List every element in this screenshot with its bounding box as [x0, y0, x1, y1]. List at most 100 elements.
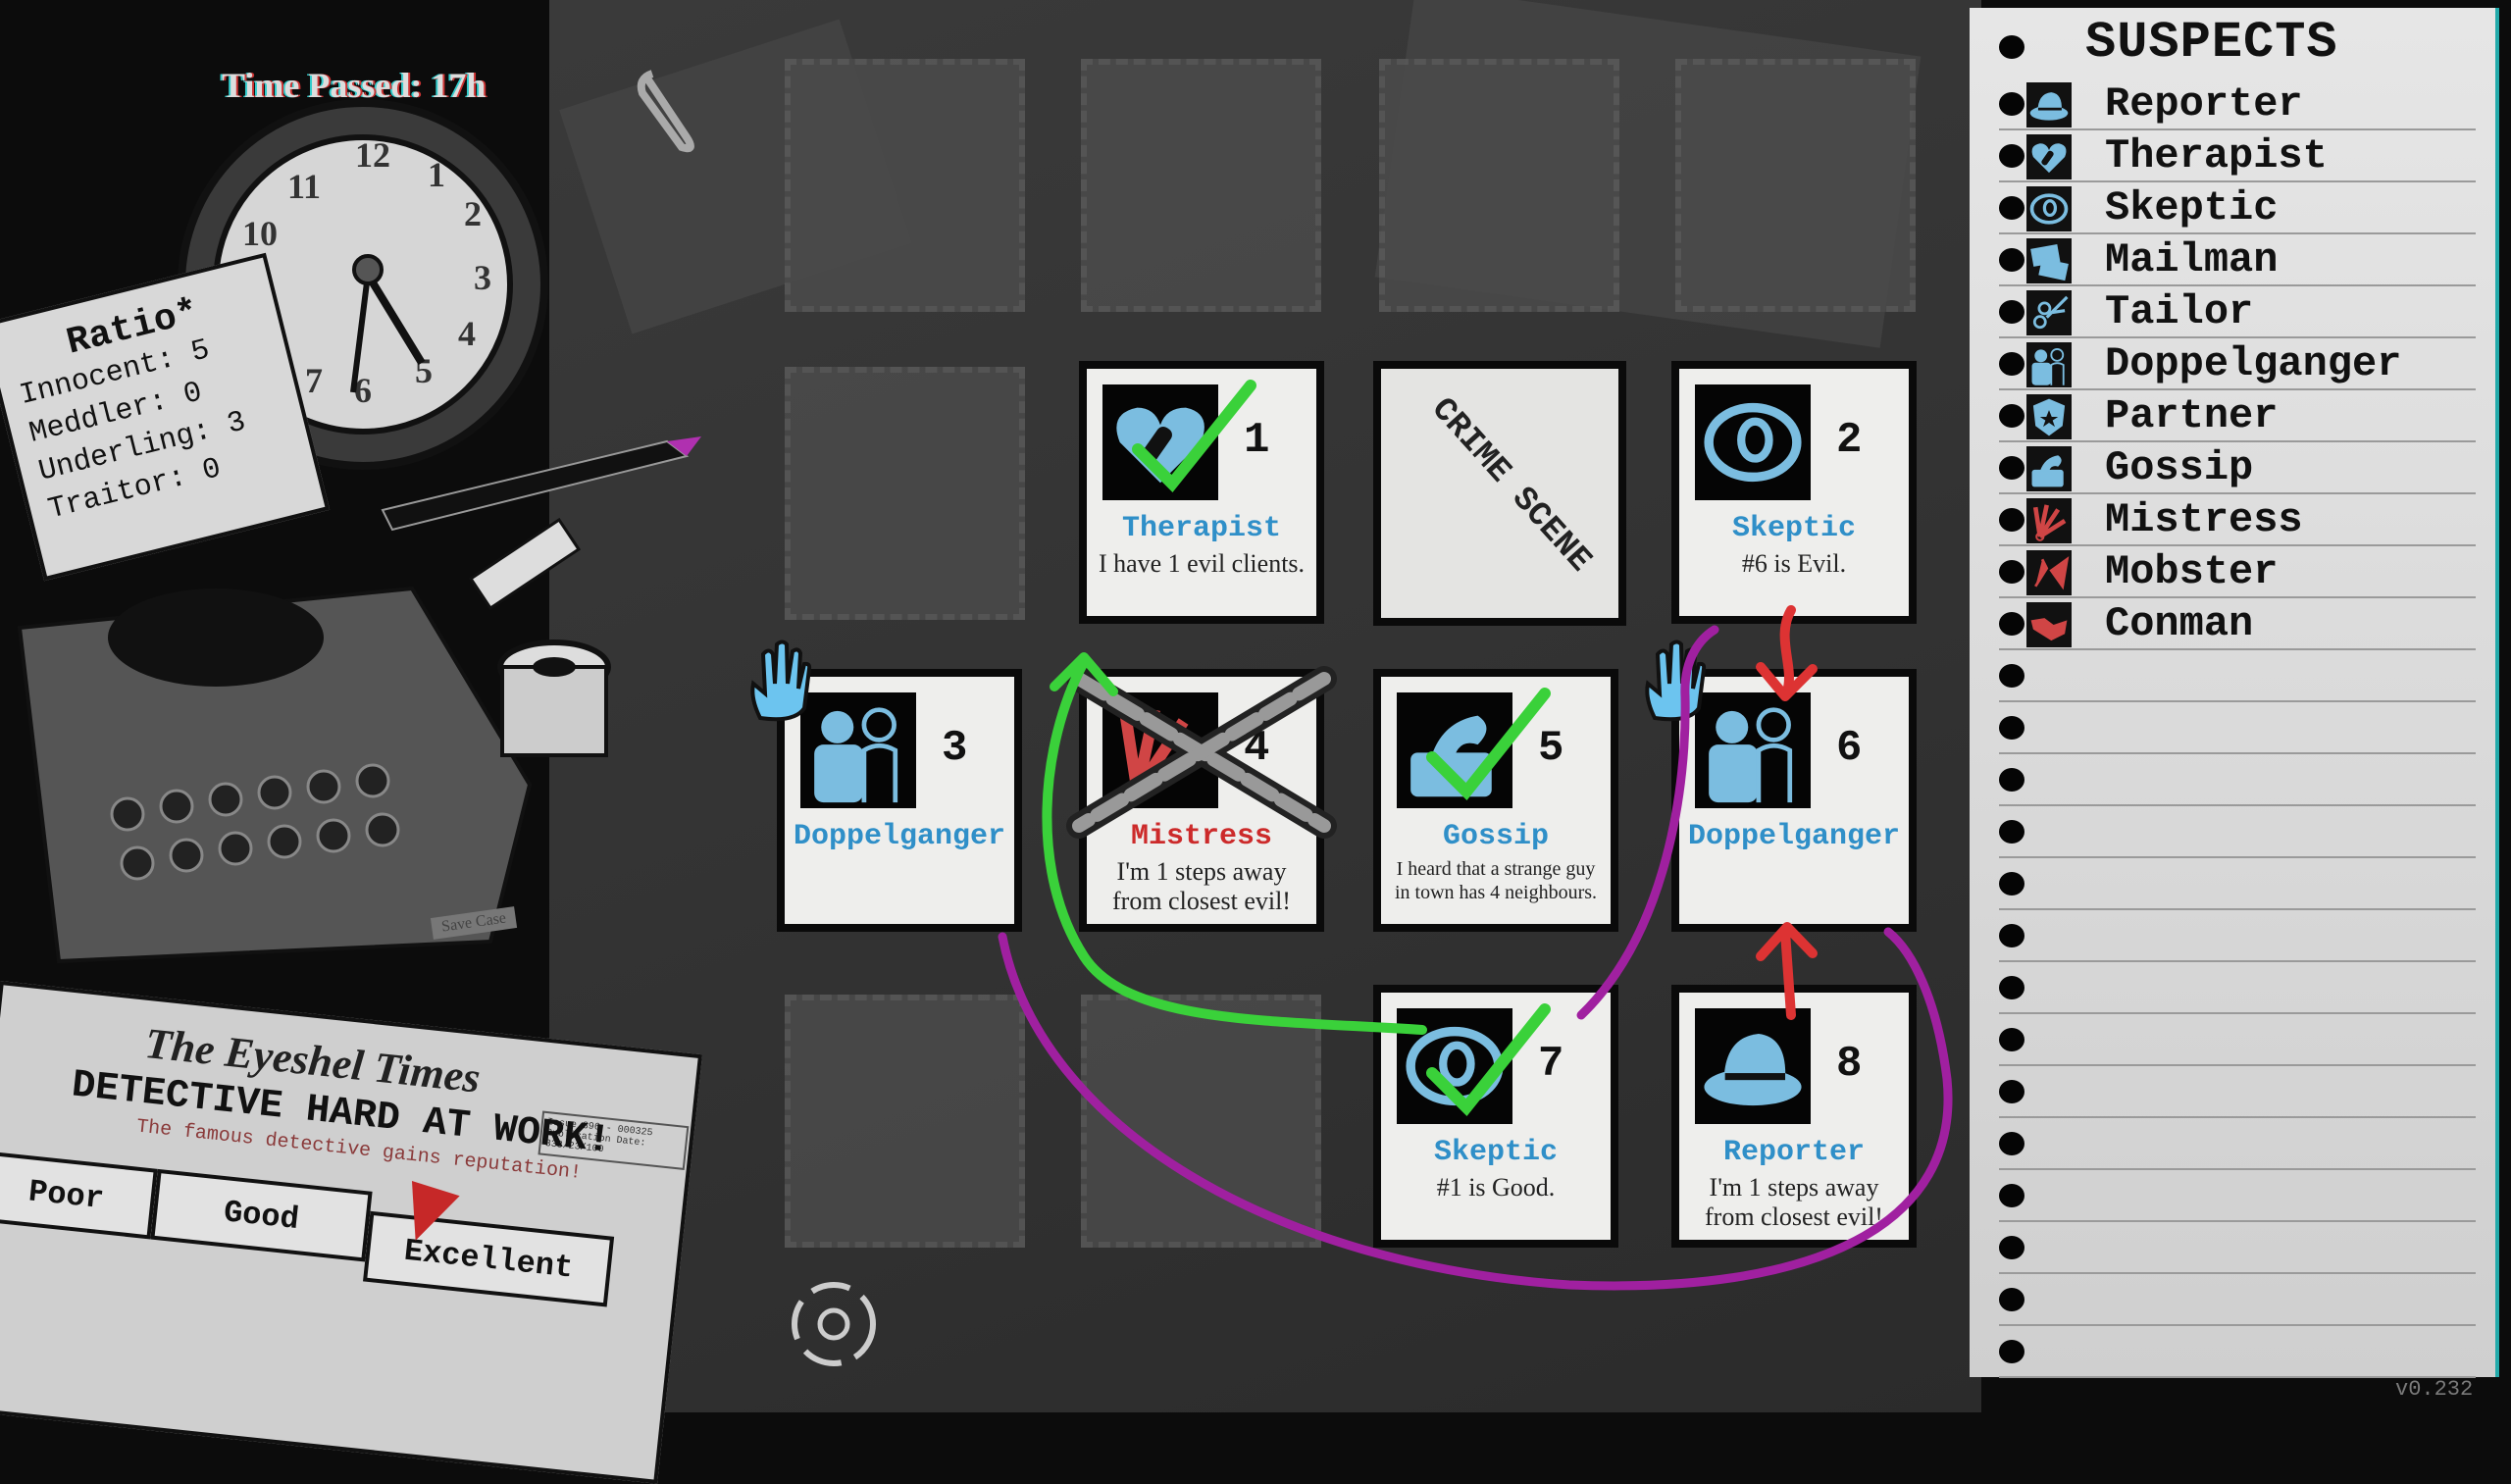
suspect-item-tailor[interactable]: Tailor — [1999, 286, 2476, 338]
binder-hole — [1999, 820, 2024, 844]
suspect-label: Gossip — [2105, 444, 2254, 491]
suspect-item-partner[interactable]: Partner — [1999, 390, 2476, 442]
suspect-icon — [2026, 342, 2072, 387]
binder-hole — [1999, 300, 2024, 324]
suspect-label: Tailor — [2105, 288, 2254, 335]
suspect-item-mobster[interactable]: Mobster — [1999, 546, 2476, 598]
character-card-6[interactable]: 6 Doppelganger — [1645, 640, 1917, 932]
clock-number: 11 — [287, 167, 321, 206]
card-clue: I'm 1 steps away from closest evil! — [1112, 857, 1291, 915]
card-number: 8 — [1836, 1040, 1863, 1089]
card-role: Therapist — [1121, 512, 1282, 545]
suspect-item-reporter[interactable]: Reporter — [1999, 78, 2476, 130]
character-card-7[interactable]: 7 Skeptic #1 is Good. — [1373, 985, 1618, 1248]
binder-hole — [1999, 1288, 2024, 1311]
clock-number: 4 — [458, 314, 476, 353]
empty-slot[interactable] — [785, 59, 1025, 312]
empty-slot[interactable] — [785, 995, 1025, 1248]
green-check-icon — [1132, 380, 1256, 492]
suspect-item-skeptic[interactable]: Skeptic — [1999, 182, 2476, 234]
fountain-pen-icon — [381, 436, 701, 532]
eraser-icon — [468, 517, 582, 611]
suspect-item-doppelganger[interactable]: Doppelganger — [1999, 338, 2476, 390]
character-card-4[interactable]: 4 Mistress I'm 1 steps away from closest… — [1066, 666, 1337, 932]
empty-line — [1999, 962, 2476, 1014]
suspect-label: Partner — [2105, 392, 2279, 439]
suspect-label: Skeptic — [2105, 184, 2279, 231]
suspect-label: Conman — [2105, 600, 2254, 647]
empty-slot[interactable] — [1081, 59, 1321, 312]
silhouettes-icon — [2031, 347, 2065, 385]
empty-slot[interactable] — [1379, 59, 1619, 312]
suspect-icon — [2026, 186, 2072, 231]
binder-hole — [1999, 1080, 2024, 1103]
version-label: v0.232 — [2395, 1377, 2474, 1402]
suspect-item-mistress[interactable]: Mistress — [1999, 494, 2476, 546]
character-card-3[interactable]: 3 Doppelganger — [750, 640, 1022, 932]
card-role: Reporter — [1722, 1136, 1866, 1169]
card-number: 2 — [1836, 416, 1863, 465]
character-card-2[interactable]: 2 Skeptic #6 is Evil. — [1671, 361, 1917, 624]
typewriter-icon — [17, 586, 533, 964]
card-paper: 2 Skeptic #6 is Evil. — [1679, 369, 1909, 616]
card-clue: #6 is Evil. — [1741, 549, 1847, 578]
clock-number: 2 — [464, 194, 482, 233]
silhouettes-icon — [814, 707, 898, 803]
heart-icon — [2031, 143, 2067, 174]
empty-line — [1999, 1066, 2476, 1118]
reputation-marker-icon — [411, 1181, 460, 1241]
card-number: 6 — [1836, 724, 1863, 773]
card-clue: #1 is Good. — [1436, 1173, 1556, 1202]
card-clue: I heard that a strange guy in town has 4… — [1394, 858, 1598, 903]
character-card-1[interactable]: 1 Therapist I have 1 evil clients. — [1079, 361, 1324, 624]
suspect-icon — [2026, 134, 2072, 179]
time-passed: Time Passed: 17h — [222, 66, 487, 105]
card-portrait — [1695, 1008, 1811, 1124]
card-paper: 6 Doppelganger — [1679, 677, 1909, 924]
binder-hole — [1999, 1132, 2024, 1155]
suspect-item-gossip[interactable]: Gossip — [1999, 442, 2476, 494]
card-paper: 1 Therapist I have 1 evil clients. — [1087, 369, 1316, 616]
suspect-item-therapist[interactable]: Therapist — [1999, 130, 2476, 182]
binder-hole — [1999, 92, 2024, 116]
clock-number: 6 — [354, 371, 372, 410]
card-role: Gossip — [1442, 820, 1550, 853]
card-role: Doppelganger — [1687, 820, 1901, 853]
binder-hole — [1999, 768, 2024, 792]
character-card-8[interactable]: 8 Reporter I'm 1 steps away from closest… — [1671, 985, 1917, 1248]
eye-icon — [1704, 402, 1802, 483]
empty-line — [1999, 1118, 2476, 1170]
suspect-item-conman[interactable]: Conman — [1999, 598, 2476, 650]
badge-icon — [2032, 398, 2066, 436]
empty-line — [1999, 1326, 2476, 1378]
empty-line — [1999, 754, 2476, 806]
suspect-icon — [2026, 550, 2072, 595]
empty-slot[interactable] — [785, 367, 1025, 620]
card-number: 3 — [942, 724, 968, 773]
suspect-label: Mobster — [2105, 548, 2279, 595]
clock-number: 10 — [242, 214, 278, 253]
character-card-5[interactable]: 5 Gossip I heard that a strange guy in t… — [1373, 669, 1618, 932]
gossip-icon — [2031, 455, 2064, 487]
scissors-icon — [2032, 295, 2069, 330]
binder-hole — [1999, 196, 2024, 220]
suspect-icon — [2026, 498, 2072, 543]
reputation-poor: Poor — [0, 1151, 158, 1240]
binder-hole — [1999, 612, 2024, 636]
binder-hole — [1999, 352, 2024, 376]
suspect-icon — [2026, 238, 2072, 283]
binder-hole — [1999, 1340, 2024, 1363]
empty-line — [1999, 1014, 2476, 1066]
binder-hole — [1999, 560, 2024, 584]
clock-number: 12 — [355, 135, 390, 175]
empty-slot[interactable] — [1675, 59, 1916, 312]
suspect-item-mailman[interactable]: Mailman — [1999, 234, 2476, 286]
binder-hole — [1999, 35, 2024, 59]
empty-slot[interactable] — [1081, 995, 1321, 1248]
suspect-icon — [2026, 446, 2072, 491]
clock-number: 1 — [428, 155, 445, 194]
card-clue: I have 1 evil clients. — [1098, 549, 1306, 578]
empty-line — [1999, 1222, 2476, 1274]
binder-hole — [1999, 1184, 2024, 1207]
